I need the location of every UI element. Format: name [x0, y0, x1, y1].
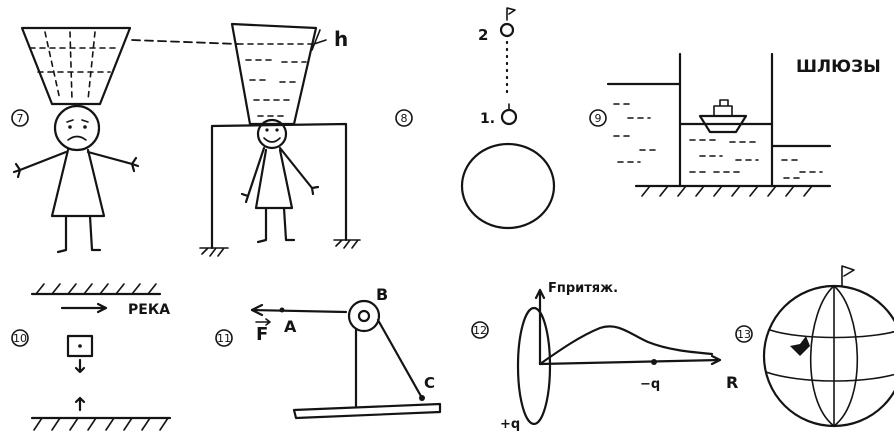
- panel-12-number-circle: [471, 321, 489, 339]
- position-1-label: 1.: [480, 111, 495, 127]
- pulley-wheel: [347, 299, 381, 333]
- panel-7-number-circle: [11, 109, 29, 127]
- panel-10: РЕКА 10: [11, 283, 172, 431]
- water-dashes: [613, 103, 823, 179]
- panel-9-number-circle: [589, 109, 607, 127]
- happy-right-arm: [278, 146, 320, 196]
- planet-circle: [460, 142, 556, 230]
- latitude-lower: [765, 371, 894, 382]
- frown-mouth: [67, 135, 87, 141]
- sad-eyebrows: [66, 119, 89, 123]
- globe-outline: [762, 284, 894, 428]
- force-curve: [538, 325, 714, 366]
- boat-square: [66, 334, 94, 358]
- happy-legs: [256, 206, 296, 244]
- panel-8: 8 2 1.: [395, 7, 556, 230]
- left-cone-inner-lines: [29, 31, 121, 101]
- panel-10-number: 10: [13, 332, 27, 345]
- latitude-upper: [769, 329, 894, 339]
- point-c-label: C: [424, 374, 435, 392]
- meridian-right: [833, 285, 859, 427]
- right-arm: [86, 150, 140, 173]
- force-label: F: [256, 324, 268, 345]
- happy-dress: [254, 148, 294, 210]
- pulley-axle: [357, 309, 371, 323]
- panel-7-number: 7: [17, 112, 24, 125]
- happy-face-head: [256, 118, 288, 150]
- ship-hull: [698, 114, 748, 134]
- positive-charge-label: +q: [500, 417, 520, 432]
- ball-bottom: [500, 108, 518, 126]
- position-2-label: 2: [478, 26, 488, 44]
- x-axis: [538, 354, 722, 366]
- point-b-label: B: [376, 285, 388, 304]
- ship-cabin: [713, 99, 733, 117]
- panel-13-number: 13: [737, 328, 751, 341]
- height-tick: [311, 29, 327, 51]
- point-a-label: A: [284, 317, 297, 336]
- rope-horizontal: [250, 308, 348, 314]
- negative-charge-point: [651, 359, 657, 365]
- negative-charge-label: −q: [640, 377, 660, 392]
- riverbank-bottom-hatch: [33, 417, 169, 431]
- down-arrow: [74, 358, 86, 374]
- panel-8-number-circle: [395, 109, 413, 127]
- panel-13-number-circle: [735, 325, 753, 343]
- locks-title: ШЛЮЗЫ: [796, 57, 881, 77]
- panel-12: 12 Fпритяж. −q R +q: [471, 281, 738, 432]
- right-cone-vessel: [230, 22, 318, 126]
- panel-11-number-circle: [215, 329, 233, 347]
- support-frame: [210, 122, 348, 250]
- lock-walls: [606, 52, 832, 188]
- smile-mouth: [263, 137, 281, 143]
- left-cone-vessel: [20, 26, 132, 106]
- ground-hatch-left: [199, 247, 229, 257]
- sad-face-head: [53, 104, 101, 152]
- panel-9-number: 9: [595, 112, 602, 125]
- left-arm: [12, 150, 68, 179]
- level-line: [131, 39, 239, 45]
- height-label: h: [334, 27, 348, 51]
- base-plank: [292, 402, 442, 420]
- happy-left-arm: [240, 146, 266, 204]
- y-axis: [534, 288, 546, 366]
- positive-plate: [516, 306, 552, 426]
- panel-11-number: 11: [217, 332, 231, 345]
- panel-10-number-circle: [11, 329, 29, 347]
- pole-flag-icon: [841, 265, 855, 287]
- ball-top: [499, 22, 515, 38]
- current-arrow: [60, 302, 108, 314]
- panel-11: 11 F A B C: [215, 285, 442, 420]
- panel-8-number: 8: [401, 112, 408, 125]
- dress-body: [50, 148, 106, 218]
- ground-hatch: [641, 185, 813, 197]
- panel-9: 9 ШЛЮЗЫ: [589, 52, 881, 197]
- x-axis-label: R: [726, 373, 738, 392]
- flag-icon: [506, 7, 516, 21]
- y-axis-label: Fпритяж.: [548, 281, 618, 296]
- riverbank-top-hatch: [35, 283, 157, 295]
- legs: [56, 214, 102, 254]
- up-arrow: [74, 396, 86, 412]
- panel-7: h 7: [11, 22, 361, 257]
- force-arrowhead: [250, 303, 264, 317]
- panel-13: 13: [735, 265, 894, 428]
- force-vector-mark: [255, 318, 271, 326]
- river-label: РЕКА: [128, 302, 170, 318]
- airplane-icon: [790, 336, 810, 356]
- rope-slanted: [376, 318, 424, 400]
- panel-12-number: 12: [473, 324, 487, 337]
- ground-hatch-right: [333, 239, 361, 249]
- meridian-left: [809, 285, 835, 427]
- water-marks: [245, 59, 307, 117]
